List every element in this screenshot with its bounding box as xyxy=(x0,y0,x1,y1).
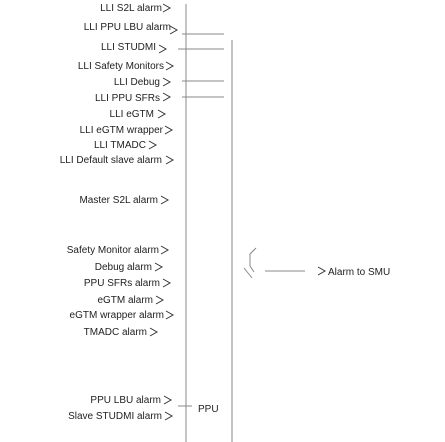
label-egtm-wrapper-alarm: eGTM wrapper alarm xyxy=(70,310,164,321)
label-lli-studmi: LLI STUDMI xyxy=(101,42,156,53)
label-lli-default-slave-alarm: LLI Default slave alarm xyxy=(60,155,162,166)
label-debug-alarm: Debug alarm xyxy=(95,262,152,273)
label-lli-safety-monitors: LLI Safety Monitors xyxy=(78,61,164,72)
input-chevrons xyxy=(148,3,327,421)
label-slave-studmi-alarm: Slave STUDMI alarm xyxy=(68,411,162,422)
label-ppu-sfrs-alarm: PPU SFRs alarm xyxy=(84,278,160,289)
label-master-s2l-alarm: Master S2L alarm xyxy=(79,195,158,206)
label-lli-egtm: LLI eGTM xyxy=(110,109,154,120)
label-lli-egtm-wrapper: LLI eGTM wrapper xyxy=(80,125,164,136)
label-lli-debug: LLI Debug xyxy=(114,77,160,88)
label-lli-tmadc: LLI TMADC xyxy=(94,140,146,151)
diagram-lines xyxy=(178,4,305,442)
label-ppu-block: PPU xyxy=(198,404,219,415)
label-lli-ppu-sfrs: LLI PPU SFRs xyxy=(95,93,160,104)
label-lli-s2l-alarm: LLI S2L alarm xyxy=(100,3,162,14)
label-tmadc-alarm: TMADC alarm xyxy=(84,327,147,338)
label-egtm-alarm: eGTM alarm xyxy=(97,295,153,306)
label-lli-ppu-lbu-alarm: LLI PPU LBU alarm xyxy=(84,22,171,33)
label-safety-monitor-alarm: Safety Monitor alarm xyxy=(67,245,159,256)
input-labels: LLI S2L alarm LLI PPU LBU alarm LLI STUD… xyxy=(60,3,171,422)
label-alarm-to-smu: Alarm to SMU xyxy=(328,267,390,278)
label-ppu-lbu-alarm: PPU LBU alarm xyxy=(90,395,161,406)
